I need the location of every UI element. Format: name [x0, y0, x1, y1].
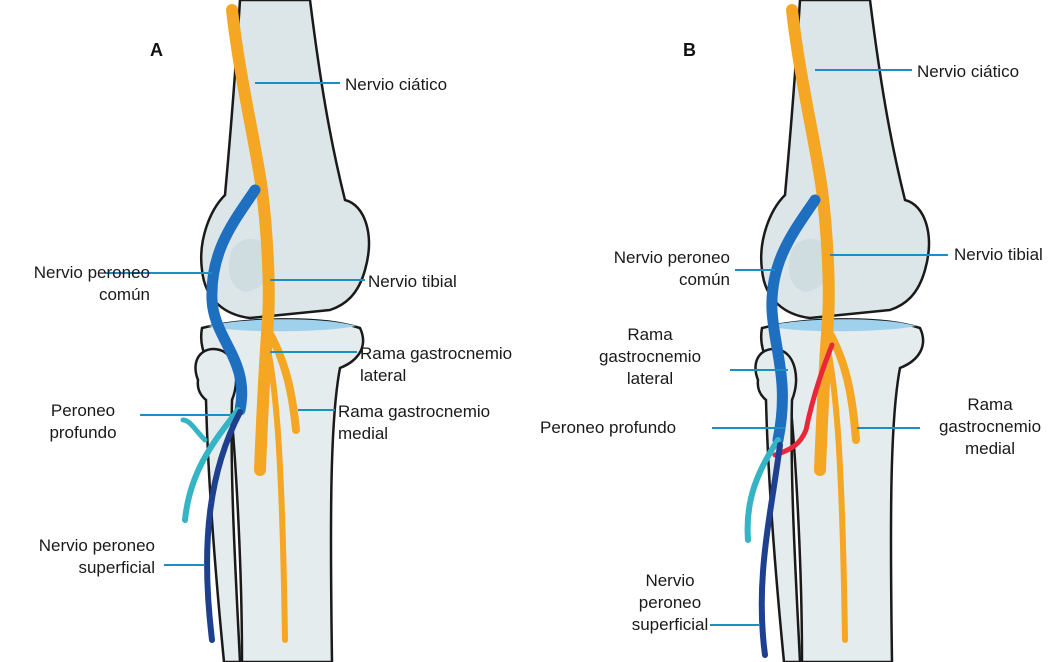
label-a-nervio-peroneo-comun: Nervio peroneo común: [5, 262, 150, 306]
label-b-nervio-ciatico: Nervio ciático: [917, 61, 1019, 83]
panel-label-a: A: [150, 40, 163, 61]
label-a-nervio-tibial: Nervio tibial: [368, 271, 457, 293]
label-a-nervio-peroneo-superficial: Nervio peroneo superficial: [5, 535, 155, 579]
label-b-rama-gastrocnemio-lateral: Rama gastrocnemio lateral: [590, 324, 710, 390]
label-a-rama-gastrocnemio-lateral: Rama gastrocnemio lateral: [360, 343, 512, 387]
label-a-rama-gastrocnemio-medial: Rama gastrocnemio medial: [338, 401, 490, 445]
label-b-nervio-peroneo-superficial: Nervio peroneo superficial: [630, 570, 710, 636]
label-b-nervio-tibial: Nervio tibial: [954, 244, 1043, 266]
panel-label-b: B: [683, 40, 696, 61]
label-a-nervio-ciatico: Nervio ciático: [345, 74, 447, 96]
label-b-nervio-peroneo-comun: Nervio peroneo común: [570, 247, 730, 291]
label-b-peroneo-profundo: Peroneo profundo: [540, 417, 676, 439]
label-b-rama-gastrocnemio-medial: Rama gastrocnemio medial: [925, 394, 1055, 460]
label-a-peroneo-profundo: Peroneo profundo: [28, 400, 138, 444]
